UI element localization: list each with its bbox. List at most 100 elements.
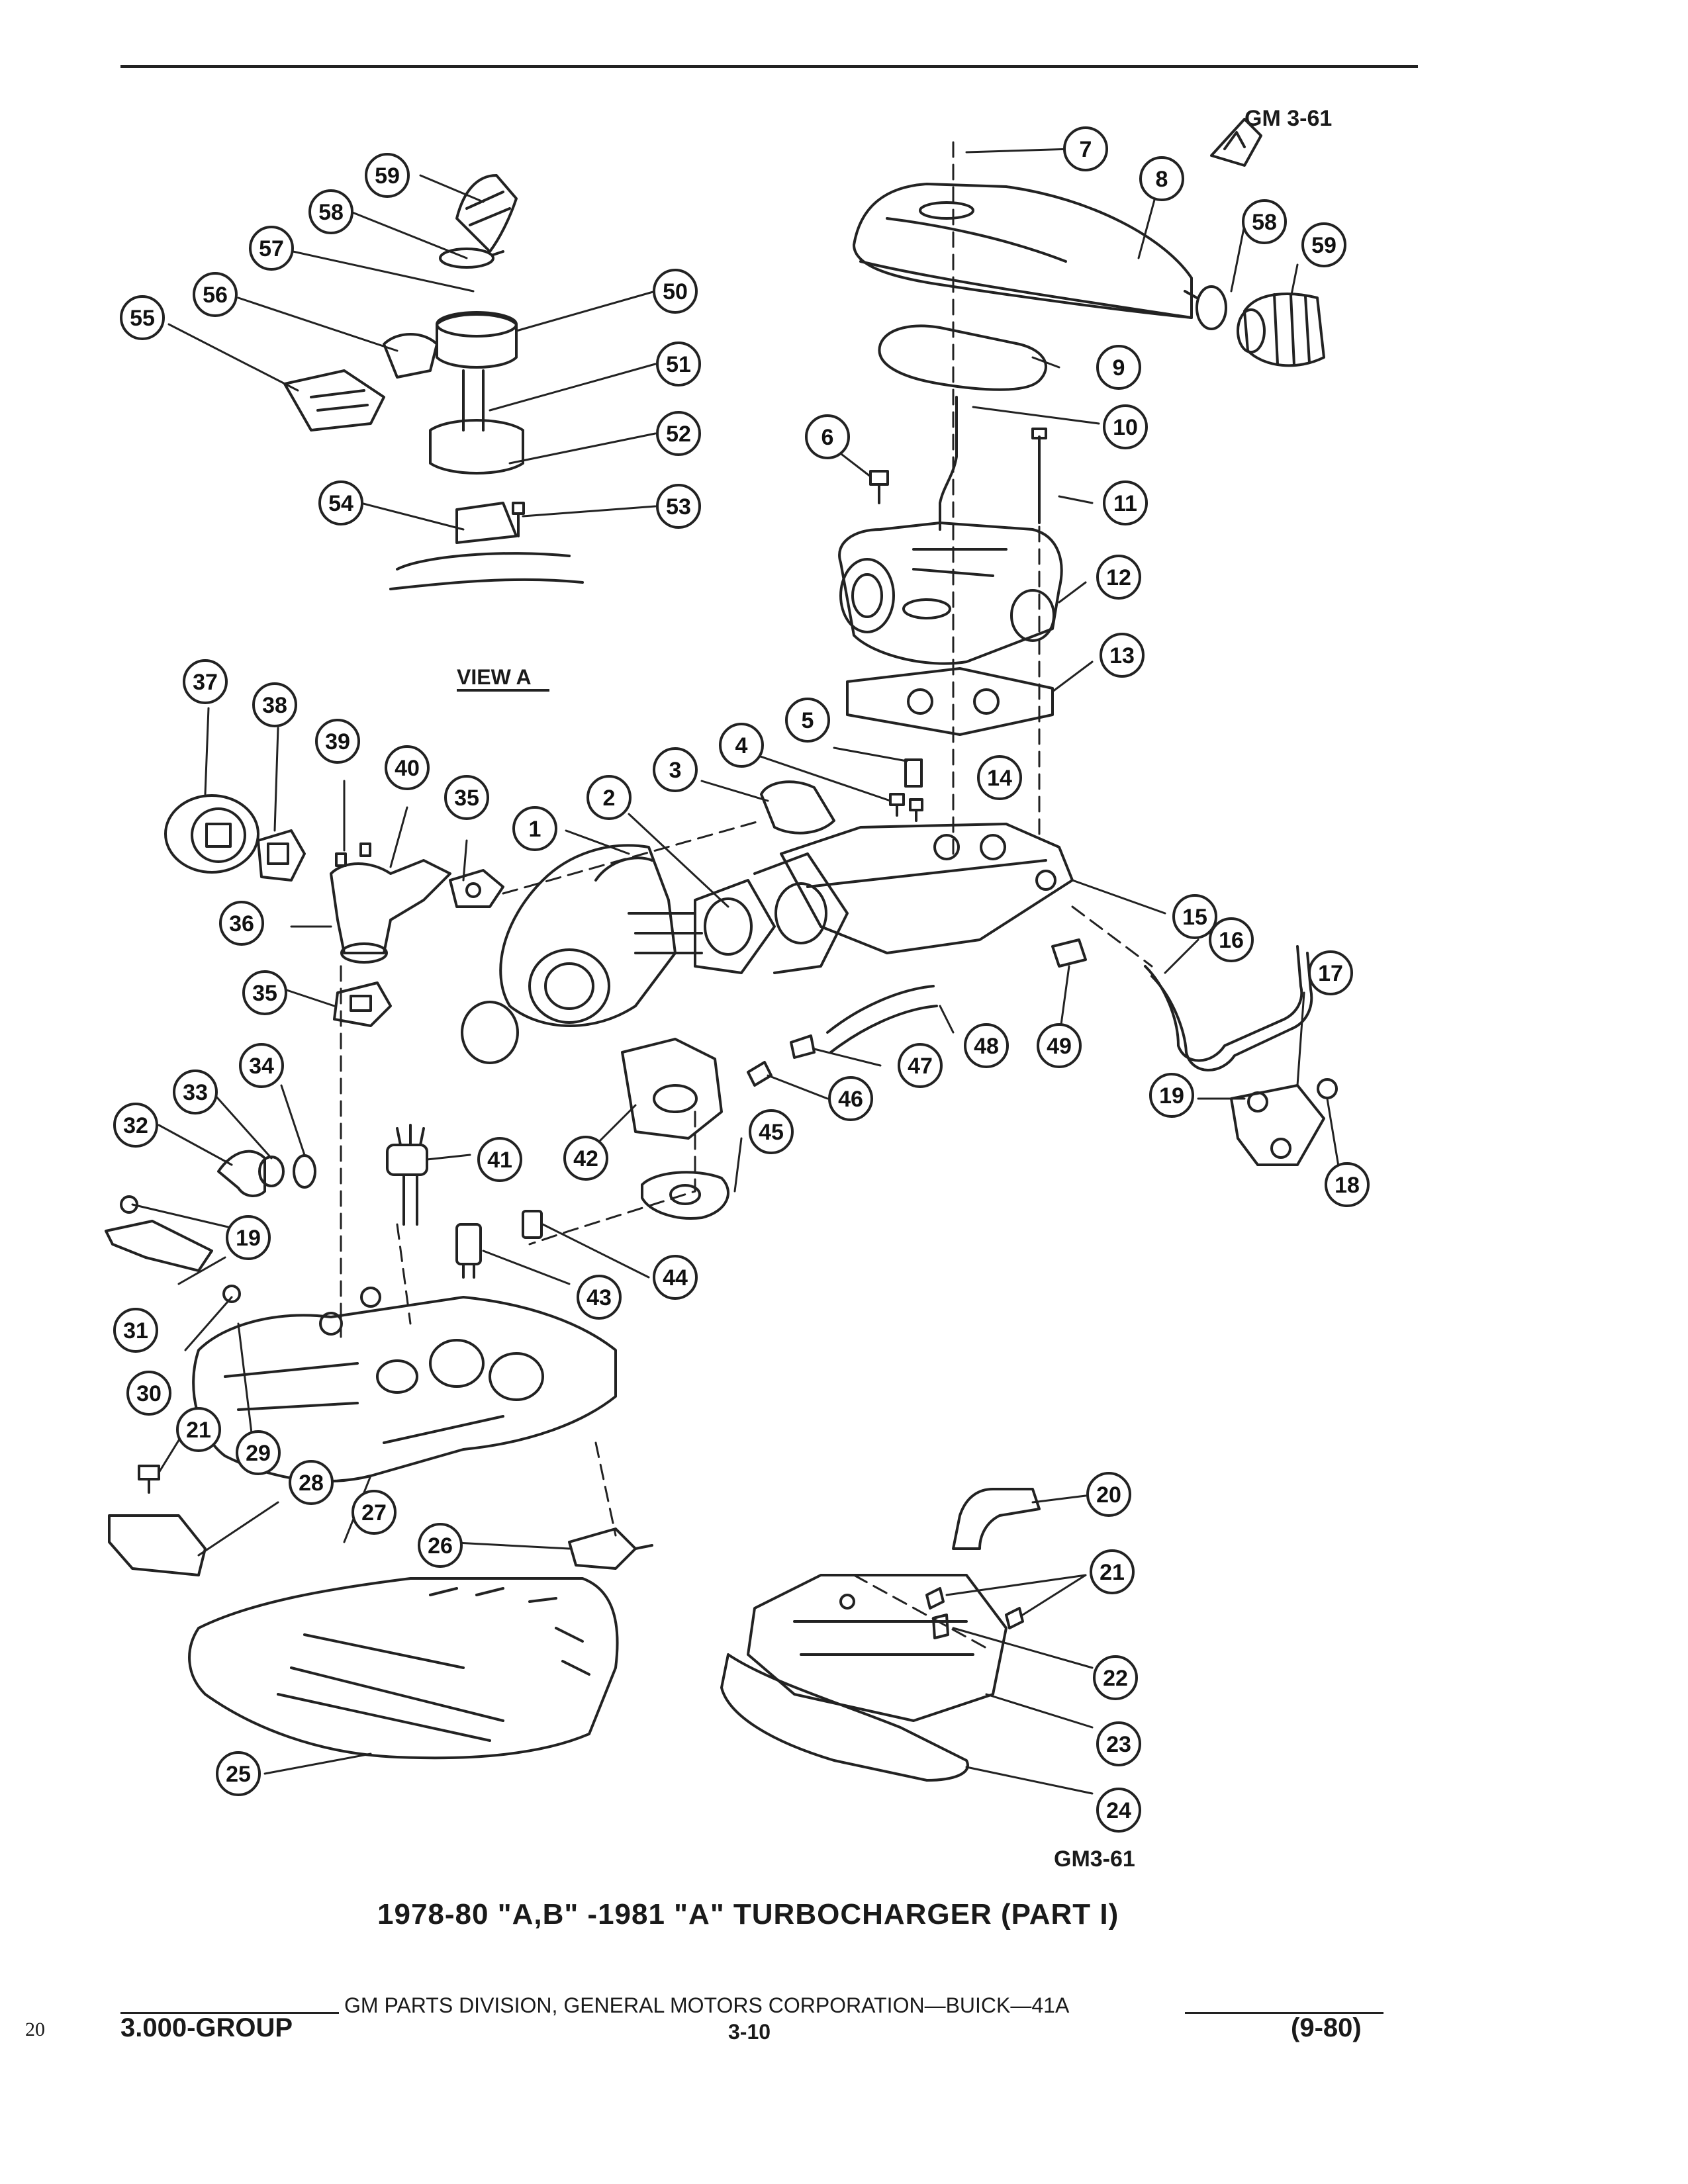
- callout-25: 25: [216, 1751, 261, 1796]
- callout-33: 33: [173, 1069, 218, 1115]
- callout-52: 52: [656, 411, 701, 456]
- rocker-gasket: [720, 1653, 969, 1782]
- callout-58: 58: [308, 189, 353, 234]
- callout-number: 44: [663, 1265, 688, 1291]
- callout-circle: [586, 775, 632, 820]
- callout-number: 51: [666, 352, 691, 377]
- carburetor-base-gasket: [846, 667, 1054, 736]
- callout-57: 57: [249, 226, 294, 271]
- callout-number: 41: [487, 1148, 512, 1173]
- callout-48: 48: [964, 1023, 1009, 1068]
- callout-circle: [805, 414, 850, 459]
- callout-39: 39: [315, 719, 360, 764]
- callout-circle: [226, 1215, 271, 1260]
- callout-circle: [563, 1136, 608, 1181]
- callout-10: 10: [1103, 404, 1148, 449]
- footer-publisher: GM PARTS DIVISION, GENERAL MOTORS CORPOR…: [344, 1993, 1070, 2017]
- fitting-21-right: [925, 1587, 1024, 1629]
- callout-circle: [252, 682, 297, 727]
- callout-number: 20: [1096, 1482, 1121, 1508]
- small-bolt: [869, 470, 889, 504]
- callout-number: 58: [318, 200, 344, 225]
- callout-circle: [656, 411, 701, 456]
- callout-24: 24: [1096, 1788, 1141, 1833]
- footer-date: (9-80): [1291, 2013, 1362, 2042]
- fuel-pipe: [1144, 945, 1303, 1062]
- carburetor: [838, 522, 1063, 665]
- callout-number: 53: [666, 494, 691, 520]
- callout-number: 29: [246, 1441, 271, 1466]
- callout-circle: [315, 719, 360, 764]
- callout-number: 2: [603, 786, 616, 811]
- callout-23: 23: [1096, 1721, 1141, 1766]
- callout-number: 28: [299, 1471, 324, 1496]
- callout-21: 21: [176, 1407, 221, 1452]
- callout-circle: [1172, 894, 1217, 939]
- hose-clamp-right: [1184, 285, 1227, 330]
- footer-rule-left: [120, 2012, 339, 2014]
- callout-circle: [1103, 404, 1148, 449]
- callout-51: 51: [656, 341, 701, 387]
- callout-circle: [577, 1275, 622, 1320]
- callout-circle: [1100, 633, 1145, 678]
- callout-number: 12: [1106, 565, 1131, 590]
- callout-19: 19: [226, 1215, 271, 1260]
- callout-47: 47: [898, 1043, 943, 1088]
- callout-circle: [289, 1460, 334, 1505]
- callout-circle: [193, 272, 238, 317]
- callout-number: 13: [1109, 643, 1135, 668]
- callout-16: 16: [1209, 917, 1254, 962]
- callout-number: 38: [262, 693, 287, 718]
- callout-number: 36: [229, 911, 254, 936]
- callout-number: 50: [663, 279, 688, 304]
- callout-35: 35: [444, 775, 489, 820]
- callout-40: 40: [385, 745, 430, 790]
- callout-number: 32: [123, 1113, 148, 1138]
- plate-38: [257, 829, 306, 882]
- callout-number: 11: [1113, 491, 1137, 516]
- callout-number: 48: [974, 1034, 999, 1059]
- callout-number: 5: [802, 708, 814, 733]
- callout-4: 4: [719, 723, 764, 768]
- callout-number: 3: [669, 758, 682, 783]
- callout-circle: [1242, 199, 1287, 244]
- callout-number: 43: [586, 1285, 612, 1310]
- callout-number: 39: [325, 729, 350, 754]
- callout-32: 32: [113, 1103, 158, 1148]
- fuel-pipe-edge: [1150, 952, 1313, 1071]
- callout-41: 41: [477, 1137, 522, 1182]
- callout-number: 59: [1311, 233, 1336, 258]
- callout-number: 14: [987, 766, 1012, 791]
- callout-number: 17: [1318, 961, 1343, 986]
- callout-number: 19: [1159, 1083, 1184, 1109]
- callout-number: 18: [1335, 1173, 1360, 1198]
- callout-number: 10: [1113, 415, 1138, 440]
- callout-55: 55: [120, 295, 165, 340]
- callout-circle: [1037, 1023, 1082, 1068]
- callout-circle: [749, 1109, 794, 1154]
- elbow-left: [330, 842, 451, 964]
- callout-circle: [173, 1069, 218, 1115]
- air-cleaner-assembly: [853, 183, 1193, 319]
- hose-48: [826, 985, 938, 1054]
- callout-number: 9: [1113, 355, 1125, 381]
- callout-circle: [1096, 1721, 1141, 1766]
- callout-number: 42: [573, 1146, 598, 1171]
- callout-15: 15: [1172, 894, 1217, 939]
- duct-hose-right: [1237, 293, 1325, 367]
- callout-number: 7: [1080, 137, 1092, 162]
- callout-circle: [318, 480, 363, 525]
- callout-43: 43: [577, 1275, 622, 1320]
- callout-number: 35: [252, 981, 277, 1006]
- view-a-label: VIEW A: [457, 665, 532, 689]
- valley-gasket: [188, 1577, 619, 1760]
- callout-circle: [1139, 156, 1184, 201]
- fitting-5: [904, 758, 923, 788]
- callout-number: 58: [1252, 210, 1277, 235]
- callout-circle: [656, 484, 701, 529]
- callout-circle: [964, 1023, 1009, 1068]
- callout-circle: [418, 1523, 463, 1568]
- callout-number: 25: [226, 1762, 251, 1787]
- callout-number: 40: [395, 756, 420, 781]
